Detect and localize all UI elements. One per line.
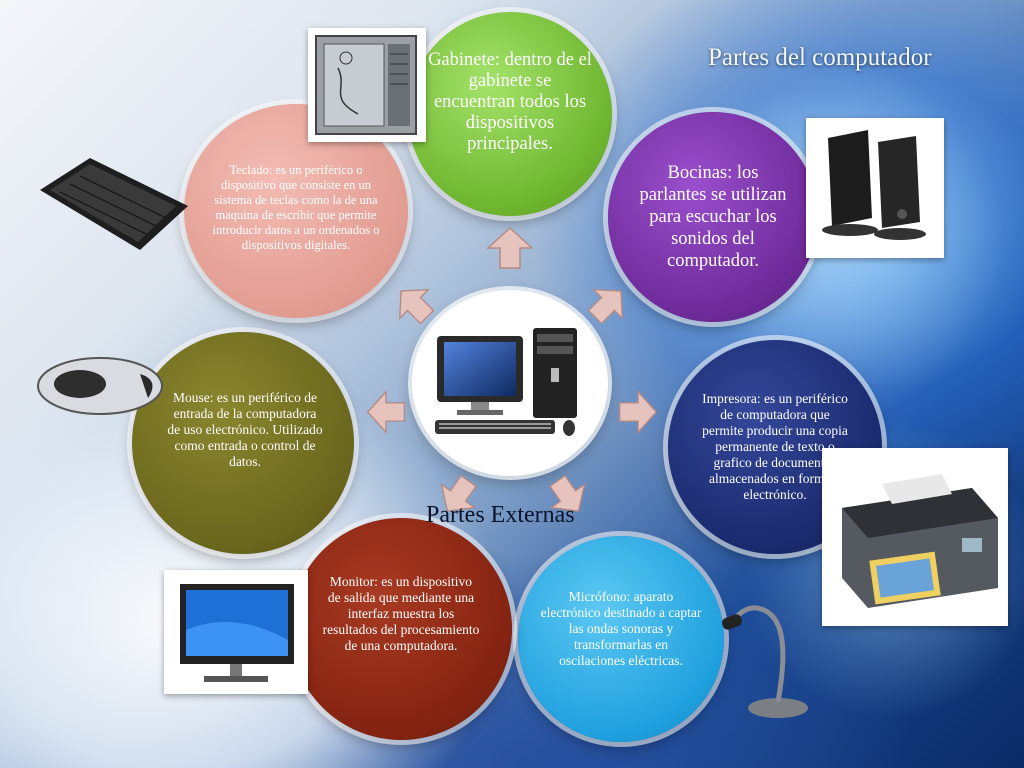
node-monitor: Monitor: es un dispositivo de salida que… <box>290 518 512 740</box>
center-hub <box>412 290 608 476</box>
node-microfono: Micrófono: aparato electrónico destinado… <box>518 536 724 742</box>
printer-icon <box>842 474 998 608</box>
keyboard-icon <box>40 158 188 250</box>
node-monitor-text: Monitor: es un dispositivo de salida que… <box>322 574 480 653</box>
node-mouse-text: Mouse: es un periférico de entrada de la… <box>167 390 323 469</box>
cabinet-photo <box>308 28 426 142</box>
speakers-icon <box>822 130 926 240</box>
arrow-up-left-icon <box>398 288 435 325</box>
mouse-photo <box>20 344 170 428</box>
monitor-icon <box>180 584 294 682</box>
arrow-down-right-icon <box>549 474 586 512</box>
node-bocinas-text: Bocinas: los parlantes se utilizan para … <box>639 163 787 271</box>
node-bocinas: Bocinas: los parlantes se utilizan para … <box>608 112 818 322</box>
arrow-down-left-icon <box>440 474 477 512</box>
speakers-photo <box>806 118 944 258</box>
arrow-left-icon <box>366 390 406 434</box>
printer-photo <box>822 448 1008 626</box>
computer-icon <box>435 328 577 436</box>
arrow-up-icon <box>486 226 534 269</box>
arrow-right-icon <box>618 390 658 434</box>
node-gabinete: Gabinete: dentro de el gabinete se encue… <box>408 12 612 216</box>
cabinet-icon <box>315 35 417 135</box>
node-impresora-text: Impresora: es un periférico de computado… <box>702 391 848 502</box>
slide-title: Partes del computador <box>708 44 932 71</box>
center-label: Partes Externas <box>426 502 575 528</box>
node-teclado: Teclado: es un periférico o dispositivo … <box>184 104 408 318</box>
node-microfono-text: Micrófono: aparato electrónico destinado… <box>540 589 702 668</box>
keyboard-photo <box>30 150 194 270</box>
node-mouse: Mouse: es un periférico de entrada de la… <box>132 332 354 554</box>
arrow-up-right-icon <box>587 288 624 325</box>
node-gabinete-text: Gabinete: dentro de el gabinete se encue… <box>428 49 592 154</box>
mouse-icon <box>37 357 163 415</box>
microphone-photo <box>716 596 816 722</box>
microphone-icon <box>721 605 808 718</box>
node-teclado-text: Teclado: es un periférico o dispositivo … <box>212 163 380 252</box>
monitor-photo <box>164 570 308 694</box>
